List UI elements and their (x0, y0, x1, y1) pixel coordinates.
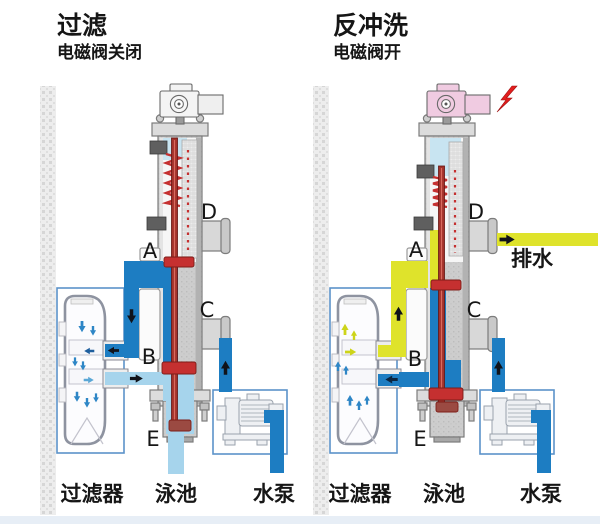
port-e-label: E (146, 427, 159, 451)
port-b-label: B (142, 345, 156, 369)
left-panel: 过滤 电磁阀关闭 (40, 11, 295, 515)
bottom-strip (0, 516, 600, 524)
label-pool: 泳池 (423, 482, 465, 506)
port-a-label: A (409, 238, 424, 262)
piston-blocks (413, 164, 435, 231)
label-filter: 过滤器 (329, 482, 393, 506)
port-b-label: B (408, 347, 422, 371)
seals (161, 256, 197, 432)
mesh-sleeve (181, 139, 198, 259)
wall (40, 86, 56, 515)
seals (428, 279, 464, 413)
drain-label: 排水 (511, 247, 554, 271)
lightning-icon (496, 85, 518, 113)
piston-blocks (146, 140, 168, 231)
right-panel: 反冲洗 电磁阀开 (313, 11, 598, 515)
solenoid-valve (159, 83, 224, 125)
label-pump: 水泵 (253, 482, 295, 506)
panel-title: 反冲洗 (333, 11, 408, 40)
mesh-sleeve (448, 141, 464, 257)
port-d-label: D (468, 200, 484, 224)
filter-tank (57, 294, 107, 446)
port-c-label: C (200, 298, 215, 322)
port-d-label: D (201, 200, 217, 224)
panel-subtitle: 电磁阀开 (333, 42, 401, 63)
solenoid-valve-energized (426, 83, 491, 125)
label-filter: 过滤器 (61, 482, 125, 506)
port-e-label: E (413, 427, 426, 451)
wall (313, 86, 329, 515)
port-a-label: A (143, 239, 158, 263)
label-pump: 水泵 (520, 482, 562, 506)
port-c-label: C (467, 298, 482, 322)
label-pool: 泳池 (155, 482, 197, 506)
panel-subtitle: 电磁阀关闭 (57, 42, 142, 63)
panel-title: 过滤 (57, 11, 107, 40)
